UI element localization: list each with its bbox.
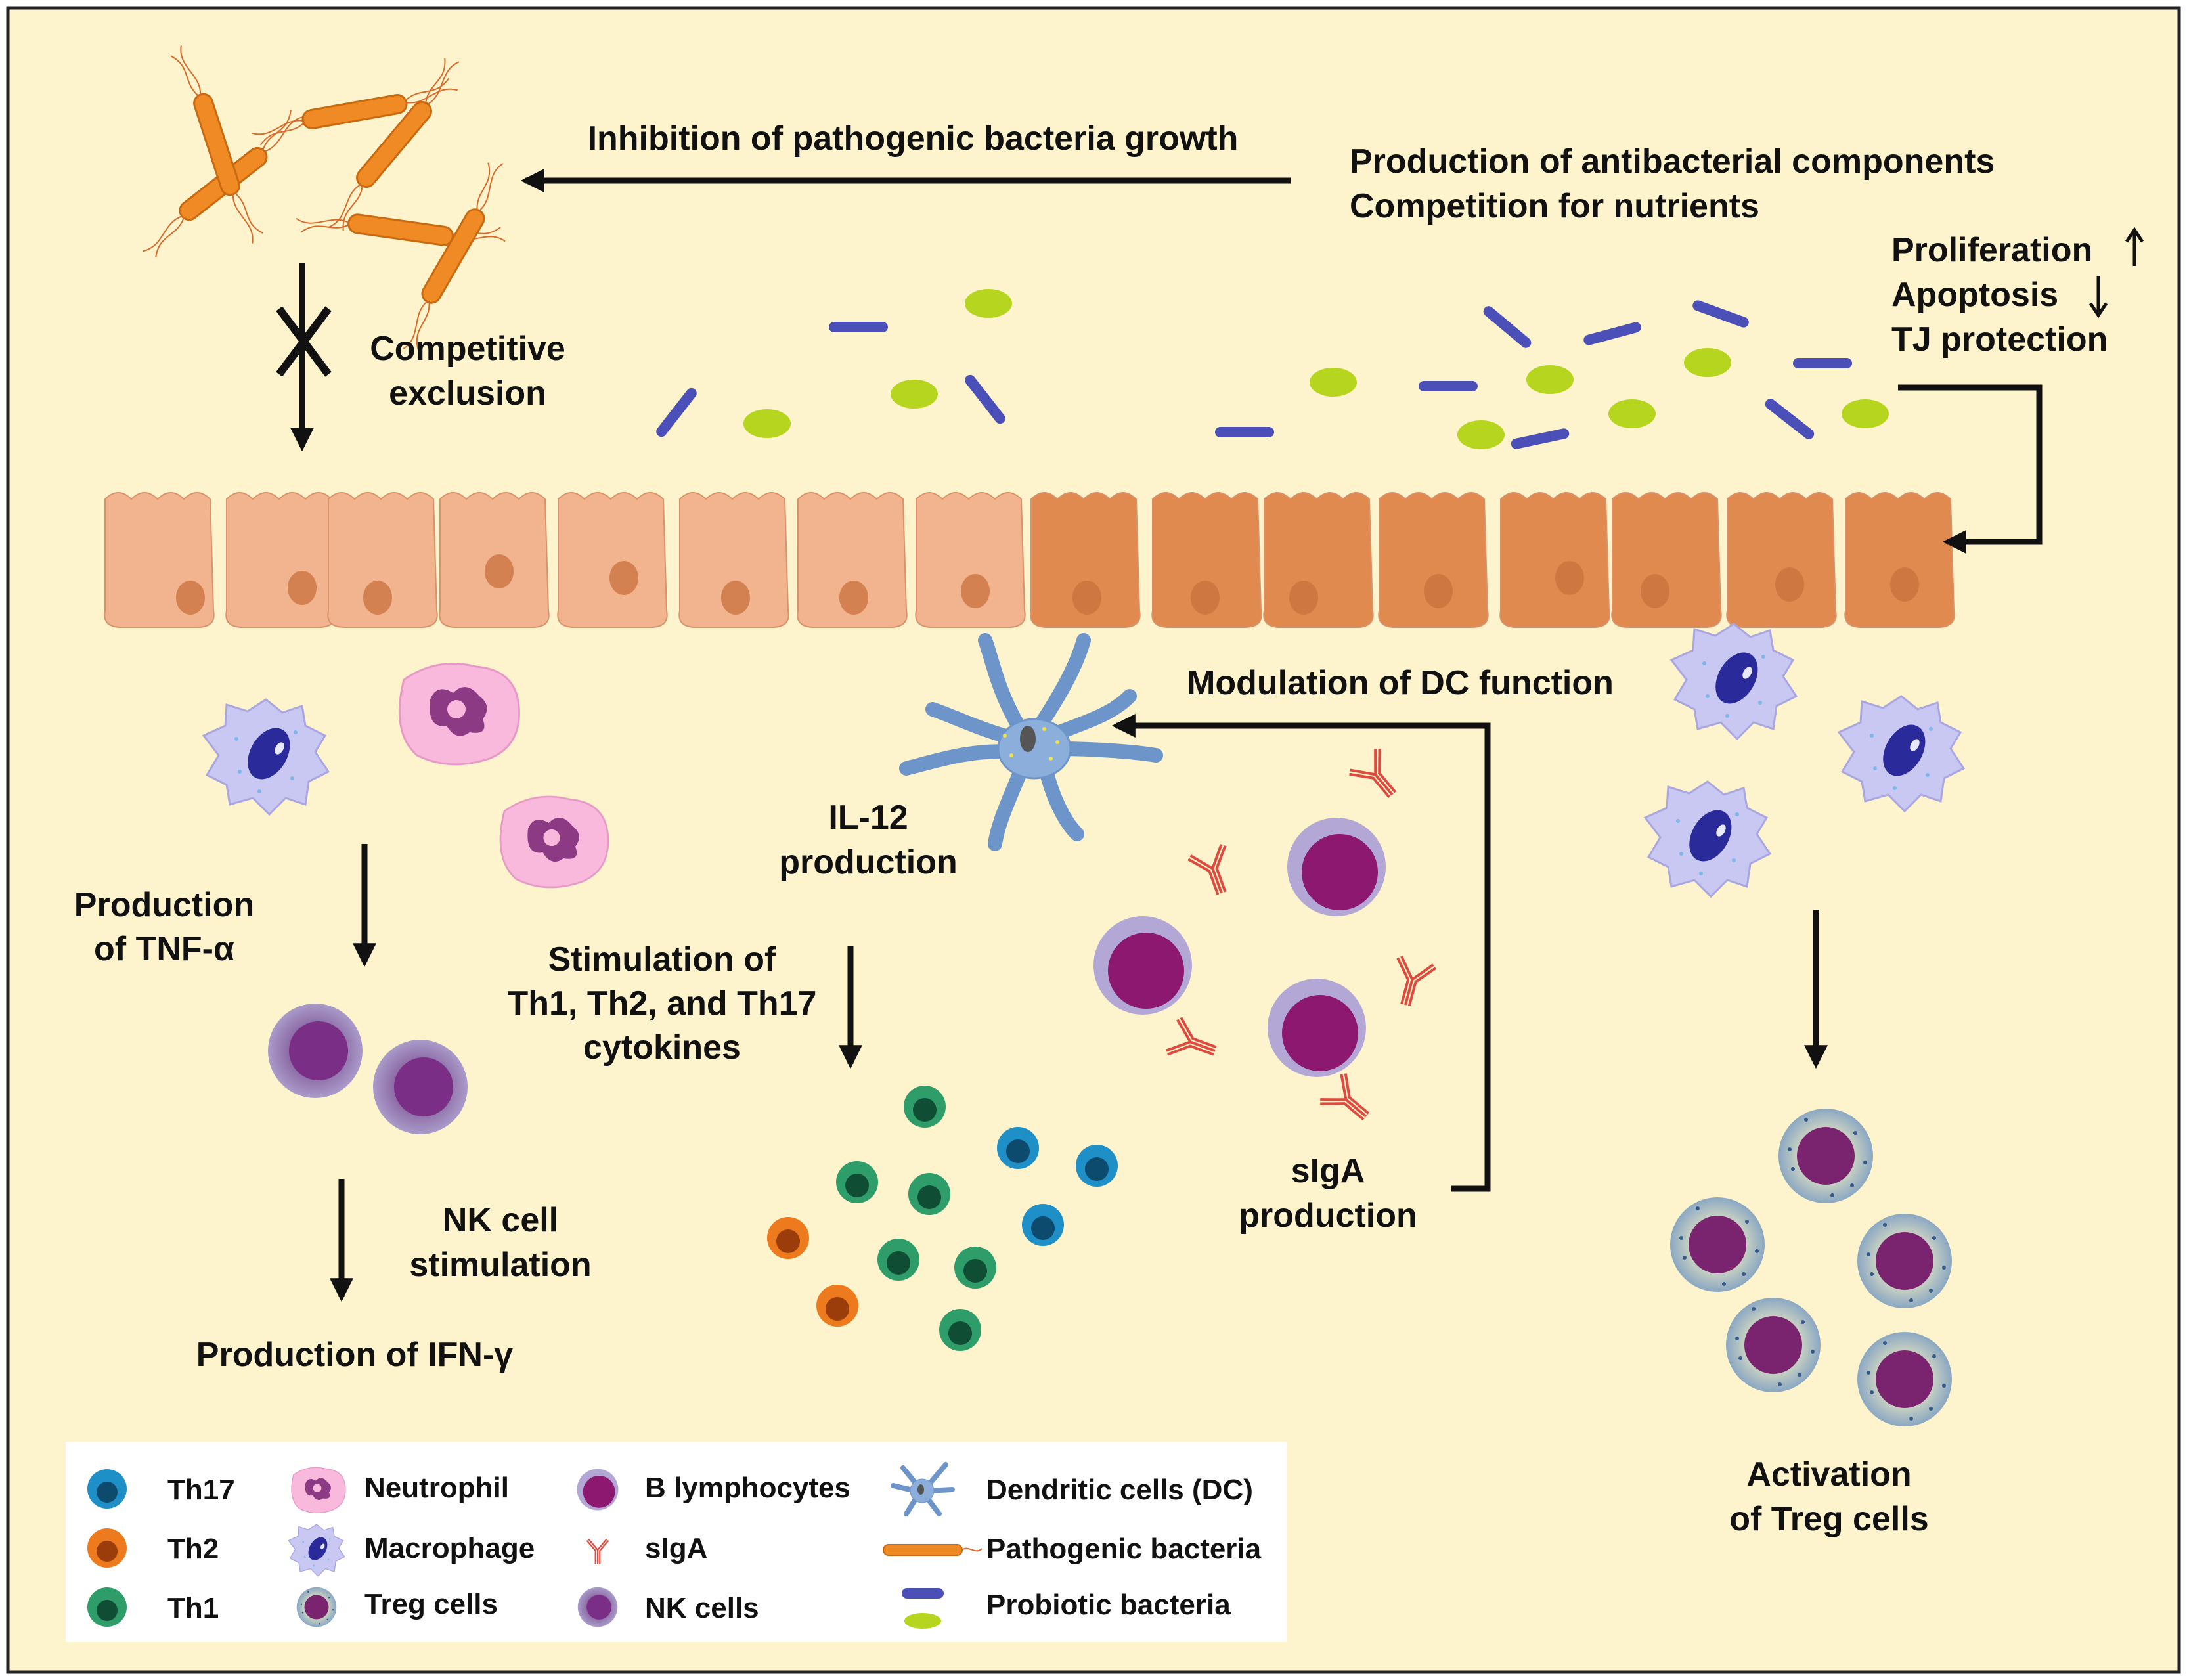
label-tj-protection: TJ protection: [1891, 321, 2108, 359]
label-stimulation-line1: Stimulation of: [548, 940, 776, 979]
label-exclusion: exclusion: [389, 374, 546, 412]
label-tnf-line1: Production: [74, 886, 254, 924]
label-nk-line2: stimulation: [409, 1246, 591, 1284]
neutrophil-2: [499, 795, 609, 889]
treg-cell-2: [1670, 1197, 1765, 1292]
probiotic-bacteria: [656, 289, 1889, 449]
arrows: [290, 169, 2043, 1302]
legend-label-th17: Th17: [167, 1474, 235, 1506]
treg-cell-1: [1778, 1109, 1873, 1203]
b-lymphocyte-2: [1094, 916, 1192, 1015]
neutrophil-icon: [291, 1467, 346, 1514]
label-apoptosis: Apoptosis: [1891, 276, 2058, 314]
label-modulation: Modulation of DC function: [1187, 664, 1614, 702]
t-helper-cells: [767, 1086, 1118, 1351]
dendritic-cell: [899, 633, 1163, 851]
neutrophil-1: [398, 663, 520, 766]
nk-cell-2: [373, 1040, 468, 1134]
arrow-tj-protection: [1898, 384, 2043, 554]
label-stimulation-line3: cytokines: [583, 1028, 741, 1067]
legend-label-macrophage: Macrophage: [364, 1532, 535, 1564]
arrow-dc-modulation: [1111, 714, 1491, 1192]
nk-cell-1: [268, 1004, 363, 1098]
nk-cell-icon: [577, 1587, 618, 1627]
label-proliferation: Proliferation: [1891, 231, 2092, 269]
legend-box: [66, 1442, 1287, 1642]
legend-label-th1: Th1: [167, 1592, 219, 1624]
label-il12-line2: production: [779, 843, 958, 881]
treg-cell-4: [1726, 1298, 1821, 1392]
label-il12-line1: IL-12: [828, 799, 908, 837]
treg-icon: [296, 1587, 337, 1627]
epithelium-nuclei: [176, 554, 1919, 615]
legend-label-b-lymphocytes: B lymphocytes: [645, 1472, 850, 1504]
label-stimulation-line2: Th1, Th2, and Th17: [508, 984, 817, 1023]
label-competitive: Competitive: [370, 330, 565, 368]
legend-label-pathogenic-bacteria: Pathogenic bacteria: [986, 1533, 1262, 1565]
trend-arrows: [2088, 227, 2144, 319]
b-lymphocyte-icon: [577, 1469, 619, 1511]
label-siga-line2: production: [1239, 1197, 1417, 1235]
treg-cell-5: [1857, 1332, 1952, 1426]
label-siga-line1: sIgA: [1291, 1152, 1365, 1190]
legend-label-th2: Th2: [167, 1533, 219, 1565]
label-competition: Competition for nutrients: [1350, 187, 1759, 225]
legend-label-dendritic-cells: Dendritic cells (DC): [986, 1474, 1253, 1506]
probiotic-bacteria-icon: [902, 1588, 944, 1629]
dendritic-cell-icon: [891, 1462, 955, 1516]
b-lymphocyte-3: [1268, 979, 1366, 1077]
label-tnf-line2: of TNF-α: [94, 930, 234, 968]
label-ifn: Production of IFN-γ: [196, 1336, 513, 1374]
label-antibacterial: Production of antibacterial components: [1350, 143, 1995, 181]
legend-label-siga: sIgA: [645, 1532, 707, 1564]
legend-item-th1: Th1: [87, 1587, 219, 1627]
label-nk-line1: NK cell: [443, 1201, 558, 1239]
pathogenic-bacteria-icon: [883, 1544, 983, 1556]
competitive-exclusion-cross: [276, 306, 332, 377]
legend-label-nk-cells: NK cells: [645, 1592, 759, 1624]
label-treg-line1: Activation: [1746, 1455, 1911, 1493]
b-lymphocyte-1: [1287, 818, 1386, 916]
treg-cell-3: [1857, 1214, 1952, 1308]
legend-label-neutrophil: Neutrophil: [364, 1472, 509, 1504]
legend-label-probiotic-bacteria: Probiotic bacteria: [986, 1589, 1231, 1621]
label-inhibition: Inhibition of pathogenic bacteria growth: [588, 120, 1239, 158]
legend-item-th2: Th2: [87, 1528, 219, 1568]
legend: Th17 Th2 Th1 Neutrophil Macrophage Treg …: [66, 1442, 1287, 1642]
label-treg-line2: of Treg cells: [1729, 1500, 1928, 1538]
diagram-background: [6, 6, 2181, 1674]
legend-label-treg: Treg cells: [364, 1588, 498, 1620]
legend-item-th17: Th17: [87, 1469, 235, 1509]
